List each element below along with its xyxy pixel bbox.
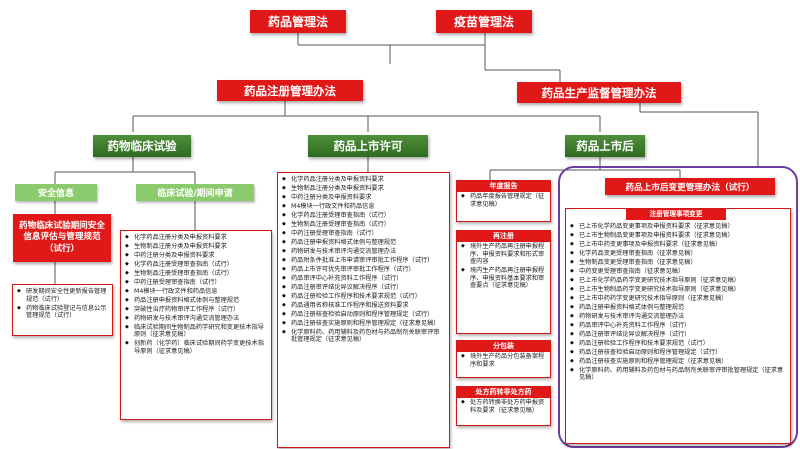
list-item: 化学药品注册分类及申报资料要求 — [125, 234, 267, 242]
sub-packaging-title: 分包装 — [457, 341, 550, 352]
production-measures-label: 药品生产监督管理办法 — [541, 85, 657, 100]
list-item: 已上市中药药学变更研究技术指导原则（征求意见稿） — [570, 295, 786, 303]
list-item: 生物制品变更受理审查指南（征求意见稿） — [570, 259, 786, 267]
safety-items-panel: 研发期间安全性更新报告管理规范（试行） 药物临床试验登记与信息公示管理规范（试行… — [12, 284, 113, 336]
list-item: 药品年度报告管理规定（征求意见稿） — [461, 193, 546, 208]
list-item: 药物研发与技术审评沟通交流管理办法 — [282, 248, 445, 256]
list-item: 药品注册检验工作程序和技术要求规范（试行） — [282, 293, 445, 301]
post-marketing-box: 药品上市后 — [565, 135, 645, 157]
list-item: 药品附条件批准上市申请审评审批工作程序（试行） — [282, 257, 445, 265]
list-item: 研发期间安全性更新报告管理规范（试行） — [17, 288, 108, 303]
trial-items-panel: 化学药品注册分类及申报资料要求生物制品注册分类及申报资料要求中药注册分类及申报资… — [120, 230, 272, 420]
safety-assessment-spec-box: 药物临床试验期间安全信息评估与管理规范（试行） — [13, 214, 111, 262]
list-item: 药品通用名称核准工作程序和报送资料要求 — [282, 302, 445, 310]
list-item: 药品注册核查实施原则和程序管理规定（征求意见稿） — [570, 358, 786, 366]
list-item: 创新药（化学药）临床试验期间药学变更技术指导原则（征求意见稿） — [125, 340, 267, 355]
list-item: 化学药品注册受理审查指南（试行） — [125, 261, 267, 269]
post-marketing-label: 药品上市后 — [576, 139, 634, 153]
safety-assessment-spec-label: 药物临床试验期间安全信息评估与管理规范（试行） — [19, 220, 105, 254]
marketing-items-panel: 化学药品注册分类及申报资料要求生物制品注册分类及申报资料要求中药注册分类及申报资… — [277, 172, 450, 448]
list-item: 已上市生物制品变更事项及申报资料要求（征求意见稿） — [570, 232, 786, 240]
list-item: 药物研发与技术审评沟通交流管理办法 — [570, 313, 786, 321]
list-item: 中药注册分类及申报资料要求 — [125, 252, 267, 260]
list-item: 生物制品注册受理审查指南（试行） — [282, 221, 445, 229]
drug-law-label: 药品管理法 — [267, 15, 328, 29]
trial-application-box: 临床试验/期间申请 — [136, 184, 254, 201]
list-item: 药品注册申报资料格式体例与整理规范 — [125, 297, 267, 305]
list-item: 已上市中药变更事项及申报资料要求（征求意见稿） — [570, 241, 786, 249]
list-item: M4模块一行政文件和药品信息 — [125, 288, 267, 296]
clinical-trial-box: 药物临床试验 — [93, 135, 191, 157]
marketing-authorization-label: 药品上市许可 — [333, 139, 403, 153]
production-measures-box: 药品生产监督管理办法 — [517, 82, 681, 103]
list-item: 处方药转换非处方药申报资料及要求（征求意见稿） — [461, 399, 546, 414]
registration-measures-box: 药品注册管理办法 — [217, 80, 363, 101]
list-item: 药品注册申报资料格式体例与整理规范 — [282, 239, 445, 247]
post-change-items-panel: 注册管理事项变更 已上市化学药品变更事项及申报资料要求（征求意见稿）已上市生物制… — [565, 208, 791, 444]
list-item: 生物制品注册分类及申报资料要求 — [282, 185, 445, 193]
list-item: 药物研发与技术审评沟通交流管理办法 — [125, 315, 267, 323]
drug-law-box: 药品管理法 — [250, 10, 346, 33]
list-item: 生物制品注册受理审查指南（试行） — [125, 270, 267, 278]
vaccine-law-box: 疫苗管理法 — [436, 10, 532, 33]
trial-application-label: 临床试验/期间申请 — [157, 189, 233, 199]
clinical-trial-label: 药物临床试验 — [107, 139, 177, 153]
list-item: 临床试验期间生物制品药学研究和变更技术指导原则（征求意见稿） — [125, 324, 267, 339]
list-item: 已上市生物制品药学变更研究技术指导原则（征求意见稿） — [570, 286, 786, 294]
list-item: 药品注册核查检验启动原则和程序管理规定（试行） — [282, 311, 445, 319]
list-item: 中药变更受理审查指南（征求意见稿） — [570, 268, 786, 276]
safety-info-label: 安全信息 — [37, 189, 74, 199]
list-item: 化学原料药、药用辅料及药包材与药品制剂关联审评审批管理规定（征求意见稿） — [570, 367, 786, 382]
list-item: 境外生产药品分包装备案程序和要求 — [461, 353, 546, 368]
marketing-authorization-box: 药品上市许可 — [308, 135, 428, 157]
list-item: 生物制品注册分类及申报资料要求 — [125, 243, 267, 251]
list-item: 药品注册检验工作程序和技术要求规范（试行） — [570, 340, 786, 348]
list-item: 药品注册审评结论异议解决程序（试行） — [282, 284, 445, 292]
annual-report-title: 年度报告 — [457, 181, 550, 192]
list-item: 药品审评中心补充资料工作程序（试行） — [570, 322, 786, 330]
list-item: 药品注册核查检验启动原则和程序管理规定（试行） — [570, 349, 786, 357]
re-registration-panel: 再注册 境外生产药品再注册申报程序、申报资料要求和形式审查内容 境内生产药品再注… — [456, 230, 551, 334]
list-item: 化学药品注册受理审查指南（试行） — [282, 212, 445, 220]
list-item: 化学原料药、药用辅料及药包材与药品制剂关联审评审批管理规定（征求意见稿） — [282, 329, 445, 344]
list-item: 已上市化学药品药学变更研究技术指导原则（征求意见稿） — [570, 277, 786, 285]
post-change-measures-label: 药品上市后变更管理办法（试行） — [625, 182, 755, 193]
post-change-measures-box: 药品上市后变更管理办法（试行） — [605, 178, 775, 195]
list-item: 药品注册申报资料格式体例与整理规范 — [570, 304, 786, 312]
list-item: 药品注册审评结论异议解决程序（试行） — [570, 331, 786, 339]
safety-info-box: 安全信息 — [15, 184, 97, 201]
registration-measures-label: 药品注册管理办法 — [244, 83, 336, 98]
list-item: 中药注册受理审查指南（试行） — [125, 279, 267, 287]
otc-switch-title: 处方药转非处方药 — [457, 387, 550, 398]
registration-change-title: 注册管理事项变更 — [626, 209, 726, 220]
list-item: 突破性治疗药物审评工作程序（试行） — [125, 306, 267, 314]
list-item: 药品上市许可优先审评审批工作程序（试行） — [282, 266, 445, 274]
otc-switch-panel: 处方药转非处方药 处方药转换非处方药申报资料及要求（征求意见稿） — [456, 386, 551, 426]
list-item: 境内生产药品再注册申报程序、申报资料基本要求和审查要点（征求意见稿） — [461, 267, 546, 290]
post-change-frame — [558, 166, 798, 448]
list-item: M4模块一行政文件和药品信息 — [282, 203, 445, 211]
list-item: 化学药品注册分类及申报资料要求 — [282, 176, 445, 184]
re-registration-title: 再注册 — [457, 231, 550, 242]
list-item: 药物临床试验登记与信息公示管理规范（试行） — [17, 305, 108, 320]
list-item: 化学药品变更受理审查指南（征求意见稿） — [570, 250, 786, 258]
list-item: 药品审评中心补充资料工作程序（试行） — [282, 275, 445, 283]
annual-report-panel: 年度报告 药品年度报告管理规定（征求意见稿） — [456, 180, 551, 222]
list-item: 中药注册受理审查指南（试行） — [282, 230, 445, 238]
vaccine-law-label: 疫苗管理法 — [453, 15, 514, 29]
list-item: 药品注册核查实施原则和程序管理规定（征求意见稿） — [282, 320, 445, 328]
list-item: 已上市化学药品变更事项及申报资料要求（征求意见稿） — [570, 223, 786, 231]
list-item: 中药注册分类及申报资料要求 — [282, 194, 445, 202]
list-item: 境外生产药品再注册申报程序、申报资料要求和形式审查内容 — [461, 243, 546, 266]
sub-packaging-panel: 分包装 境外生产药品分包装备案程序和要求 — [456, 340, 551, 378]
